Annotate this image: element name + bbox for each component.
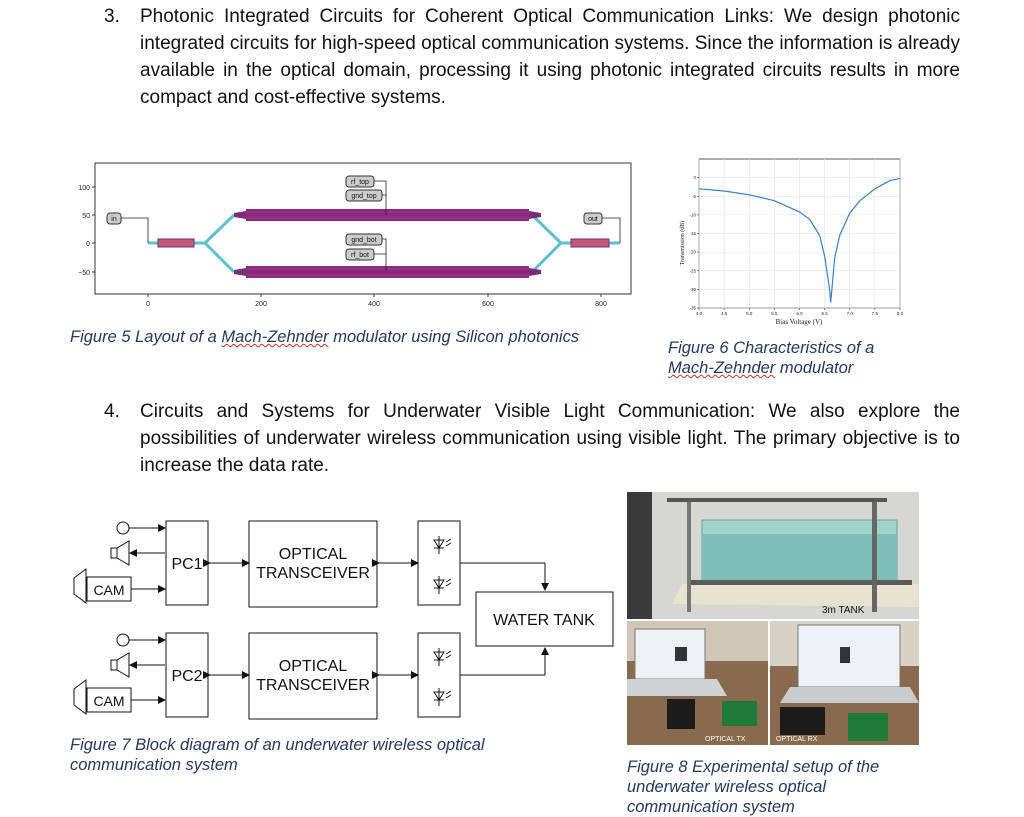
tx-label: OPTICAL TX <box>705 736 746 743</box>
x-tick-label: 5.5 <box>771 311 778 316</box>
item-text: Circuits and Systems for Underwater Visi… <box>140 401 960 476</box>
optical-label: OPTICAL <box>279 658 348 675</box>
pc2-label: PC2 <box>171 668 202 685</box>
y-tick-label: 0 <box>693 175 696 180</box>
in-label: in <box>111 216 117 223</box>
water-tank-label: WATER TANK <box>493 612 595 629</box>
transmission-line <box>698 177 901 303</box>
figure-7-caption: Figure 7 Block diagram of an underwater … <box>70 736 485 774</box>
mzm-layout-figure: 100 50 0 −50 0 200 400 600 800 <box>78 162 632 308</box>
y-tick: −50 <box>78 270 90 277</box>
x-tick: 800 <box>595 301 607 308</box>
y-tick: 100 <box>78 185 90 192</box>
tank-label: 3m TANK <box>822 605 865 616</box>
optical-label: OPTICAL <box>279 546 348 563</box>
y-tick: 50 <box>82 213 90 220</box>
rf-bot-label: rf_bot <box>351 252 369 259</box>
tank-photo: 3m TANK <box>627 492 919 619</box>
item-text: Photonic Integrated Circuits for Coheren… <box>140 6 960 108</box>
rx-photo: OPTICAL RX <box>770 621 919 745</box>
transceiver-label: TRANSCEIVER <box>256 677 370 694</box>
figure-8-caption: Figure 8 Experimental setup of the under… <box>627 758 880 816</box>
pc1-label: PC1 <box>171 556 202 573</box>
x-tick-label: 6.5 <box>821 311 828 316</box>
y-tick-label: -15 <box>689 231 696 236</box>
x-tick: 200 <box>255 301 267 308</box>
y-tick-label: -5 <box>692 194 696 199</box>
x-tick: 0 <box>146 301 150 308</box>
figure-5-caption: Figure 5 Layout of a Mach-Zehnder modula… <box>70 328 580 346</box>
figure-6-caption: Figure 6 Characteristics of a Mach-Zehnd… <box>668 339 875 377</box>
x-tick-label: 8.0 <box>897 311 904 316</box>
gnd-bot-label: gnd_bot <box>351 237 376 244</box>
tx-photo: OPTICAL TX <box>627 621 768 745</box>
x-tick-label: 4.0 <box>696 311 703 316</box>
led-icon <box>433 536 452 706</box>
y-tick-label: -30 <box>689 287 696 292</box>
y-tick-label: -25 <box>689 268 696 273</box>
item-number: 4. <box>104 401 120 422</box>
item-number: 3. <box>104 6 120 27</box>
out-label: out <box>588 216 598 223</box>
rf-top-label: rf_top <box>351 179 369 186</box>
mzm-characteristics-chart: Transmission (dB) Bias Voltage (V) 4.0 4.… <box>679 158 904 326</box>
x-axis-label: Bias Voltage (V) <box>776 318 823 326</box>
cam-label: CAM <box>93 693 124 709</box>
x-tick-label: 7.5 <box>872 311 879 316</box>
x-tick: 600 <box>482 301 494 308</box>
list-item-3: 3. Photonic Integrated Circuits for Cohe… <box>104 3 960 111</box>
rx-label: OPTICAL RX <box>776 736 818 743</box>
x-tick-label: 5.0 <box>746 311 753 316</box>
y-tick-label: -10 <box>689 212 696 217</box>
transceiver-label: TRANSCEIVER <box>256 565 370 582</box>
cam-label: CAM <box>93 582 124 598</box>
x-tick: 400 <box>368 301 380 308</box>
y-axis-label: Transmission (dB) <box>679 221 686 266</box>
x-tick-label: 7.0 <box>847 311 854 316</box>
y-tick-label: -20 <box>689 250 696 255</box>
uwoc-block-diagram: CAM PC1 OPTICAL TRANSCEIVER WATER TANK C… <box>73 520 614 720</box>
y-tick: 0 <box>86 241 90 248</box>
list-item-4: 4. Circuits and Systems for Underwater V… <box>104 398 960 479</box>
x-tick-label: 6.0 <box>796 311 803 316</box>
x-tick-label: 4.5 <box>721 311 728 316</box>
y-tick-label: -35 <box>689 306 696 311</box>
gnd-top-label: gnd_top <box>351 193 376 200</box>
